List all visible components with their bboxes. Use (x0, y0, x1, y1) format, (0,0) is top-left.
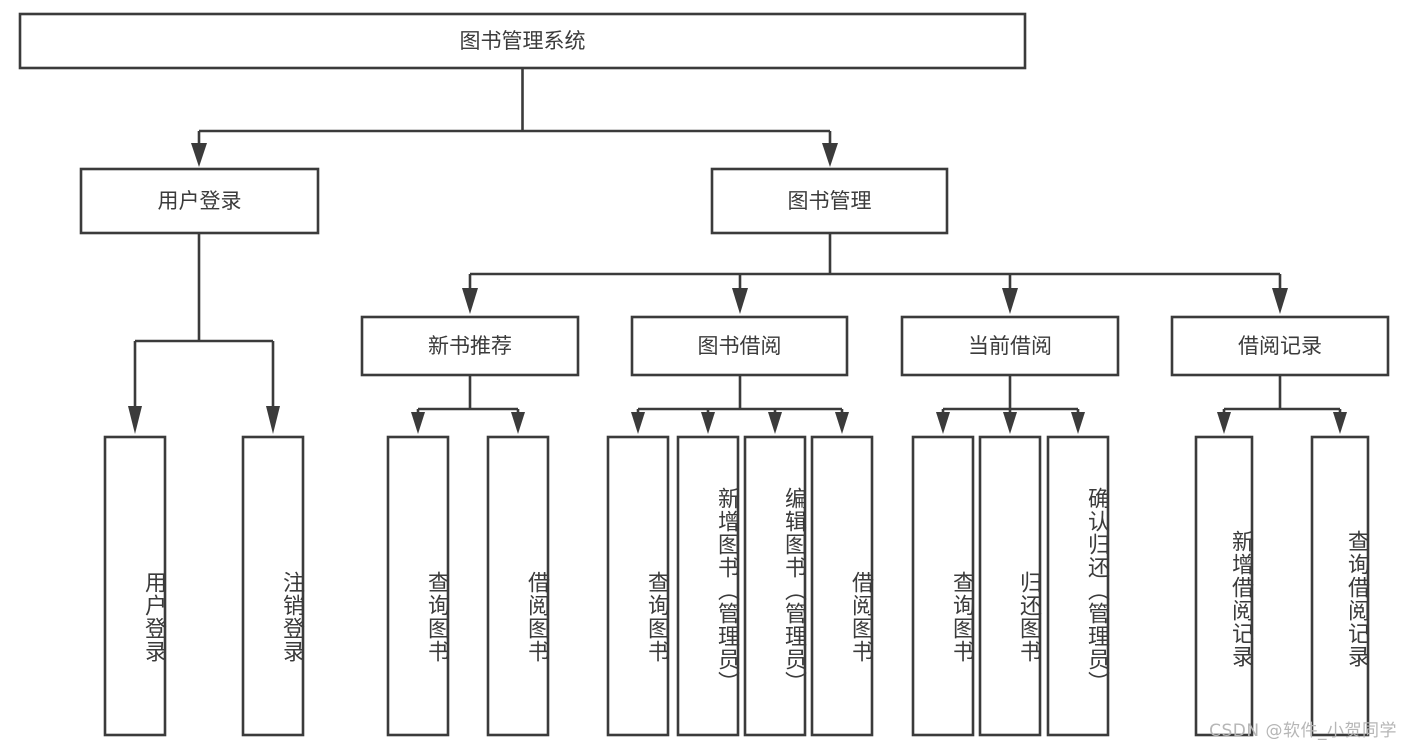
node-leaf-confirm-return-box[interactable] (1046, 435, 1110, 737)
arrow-head-leaf-return-book (1003, 412, 1017, 434)
node-leaf-return-book-box[interactable] (978, 435, 1042, 737)
arrow-head-leaf-borrow-book-rec (511, 412, 525, 434)
arrow-head-leaf-add-book (701, 412, 715, 434)
node-leaf-query-record-box[interactable] (1310, 435, 1370, 737)
node-book-manage-label: 图书管理 (788, 189, 872, 213)
csdn-watermark: CSDN @软件_小贺同学 (1209, 721, 1397, 741)
arrow-head-user-login (191, 143, 207, 167)
node-root-label: 图书管理系统 (460, 29, 586, 53)
arrow-head-current-borrow (1002, 288, 1018, 314)
arrow-head-book-manage (822, 143, 838, 167)
node-user-login-label: 用户登录 (158, 189, 242, 213)
connector-group-root (191, 68, 838, 167)
node-leaf-borrow-book-bor-box[interactable] (810, 435, 874, 737)
connector-group-book-borrow (631, 375, 849, 434)
connector-group-user-login (128, 233, 280, 434)
arrow-head-book-borrow (732, 288, 748, 314)
node-borrow-record-box[interactable] (1170, 315, 1390, 377)
node-leaf-query-book-bor-box[interactable] (606, 435, 670, 737)
arrow-head-leaf-user-login (128, 406, 142, 434)
connector-group-book-manage (462, 233, 1288, 314)
arrow-head-leaf-query-book-bor (631, 412, 645, 434)
node-borrow-record[interactable]: 借阅记录 (1170, 315, 1390, 377)
node-leaf-borrow-book-rec-box[interactable] (486, 435, 550, 737)
arrow-head-leaf-query-record (1333, 412, 1347, 434)
arrow-head-borrow-record (1272, 288, 1288, 314)
node-leaf-add-record-box[interactable] (1194, 435, 1254, 737)
node-new-book-recommend[interactable]: 新书推荐 (360, 315, 580, 377)
arrow-head-leaf-query-book-rec (411, 412, 425, 434)
node-book-borrow[interactable]: 图书借阅 (630, 315, 849, 377)
connector-group-new-book-recommend (411, 375, 525, 434)
arrow-head-leaf-confirm-return (1071, 412, 1085, 434)
node-current-borrow-label: 当前借阅 (968, 334, 1052, 358)
node-book-manage[interactable]: 图书管理 (710, 167, 949, 235)
node-leaf-logout-box[interactable] (241, 435, 305, 737)
arrow-head-leaf-edit-book (768, 412, 782, 434)
node-book-borrow-label: 图书借阅 (698, 334, 782, 358)
node-current-borrow[interactable]: 当前借阅 (900, 315, 1120, 377)
node-new-book-recommend-box[interactable] (360, 315, 580, 377)
node-leaf-query-book-rec-box[interactable] (386, 435, 450, 737)
node-book-borrow-box[interactable] (630, 315, 849, 377)
node-leaf-add-book-box[interactable] (676, 435, 740, 737)
node-leaf-user-login-box[interactable] (103, 435, 167, 737)
node-borrow-record-label: 借阅记录 (1238, 334, 1322, 358)
node-new-book-recommend-label: 新书推荐 (428, 334, 512, 358)
leaf-boxes (103, 435, 1370, 737)
arrow-head-leaf-query-book-cur (936, 412, 950, 434)
arrow-head-leaf-borrow-book-bor (835, 412, 849, 434)
arrow-head-leaf-add-record (1217, 412, 1231, 434)
node-user-login-box[interactable] (79, 167, 320, 235)
connector-group-borrow-record (1217, 375, 1347, 434)
node-book-manage-box[interactable] (710, 167, 949, 235)
arrow-head-new-book-recommend (462, 288, 478, 314)
node-leaf-edit-book-box[interactable] (743, 435, 807, 737)
node-current-borrow-box[interactable] (900, 315, 1120, 377)
arrow-head-leaf-logout (266, 406, 280, 434)
node-root[interactable]: 图书管理系统 (18, 12, 1027, 70)
node-root-box[interactable] (18, 12, 1027, 70)
node-leaf-query-book-cur-box[interactable] (911, 435, 975, 737)
connector-group-current-borrow (936, 375, 1085, 434)
node-user-login[interactable]: 用户登录 (79, 167, 320, 235)
